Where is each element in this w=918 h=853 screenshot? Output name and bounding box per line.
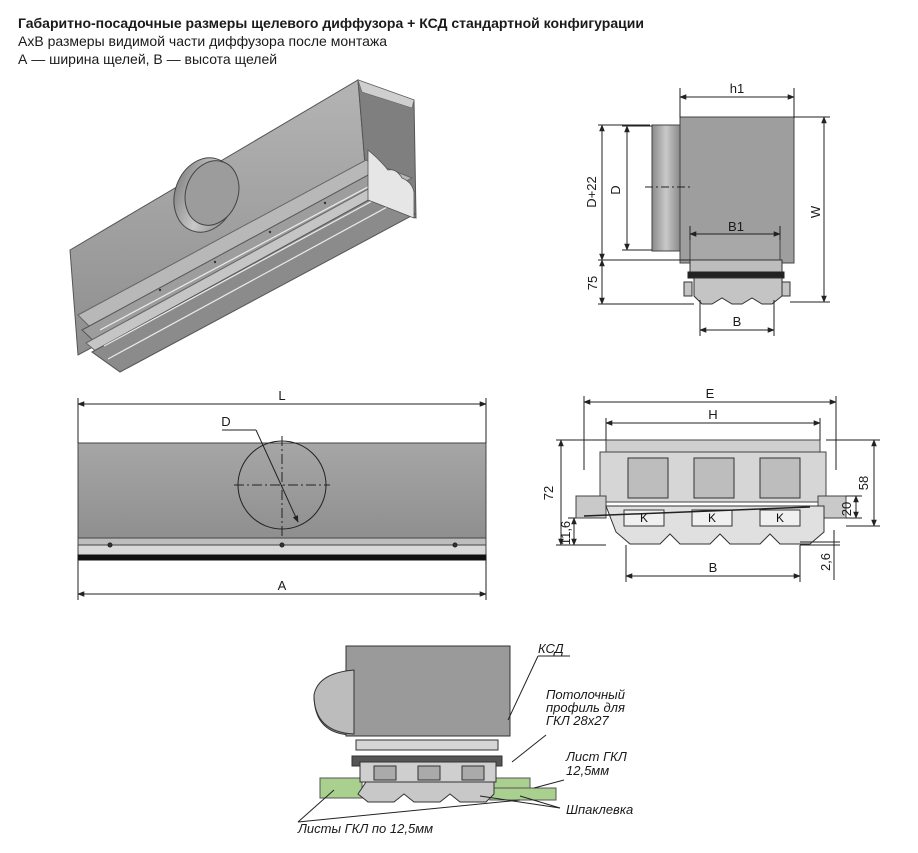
label-sheets: Листы ГКЛ по 12,5мм bbox=[297, 821, 433, 836]
iso-round-duct bbox=[173, 157, 240, 233]
installation-labels: КСД Потолочный профиль для ГКЛ 28х27 Лис… bbox=[297, 641, 633, 836]
iso-slot-bars bbox=[77, 159, 417, 373]
installation-view bbox=[297, 645, 570, 823]
diagram-title: Габаритно-посадочные размеры щелевого ди… bbox=[18, 15, 644, 31]
diagram-subtitle-2: А — ширина щелей, В — высота щелей bbox=[18, 51, 278, 67]
label-ksd: КСД bbox=[538, 641, 564, 656]
dim-d: D bbox=[608, 185, 623, 194]
label-sheet-1: Лист ГКЛ bbox=[565, 749, 627, 764]
label-profile-2: профиль для bbox=[546, 700, 625, 715]
label-sheet-2: 12,5мм bbox=[566, 763, 609, 778]
isometric-view bbox=[69, 79, 417, 373]
label-profile-1: Потолочный bbox=[546, 687, 625, 702]
dim-h: H bbox=[708, 407, 717, 422]
front-view bbox=[77, 398, 487, 600]
dim-e: E bbox=[706, 386, 715, 401]
dim-b-section: B bbox=[709, 560, 718, 575]
dim-h1: h1 bbox=[730, 81, 744, 96]
dim-58: 58 bbox=[856, 476, 871, 490]
dim-d22: D+22 bbox=[584, 176, 599, 207]
label-k-3: K bbox=[776, 511, 784, 525]
dim-2-6: 2,6 bbox=[818, 553, 833, 571]
dim-72: 72 bbox=[541, 486, 556, 500]
dim-20: 20 bbox=[839, 502, 854, 516]
dim-d-front: D bbox=[221, 414, 230, 429]
dim-b-side: B bbox=[733, 314, 742, 329]
dim-w: W bbox=[808, 205, 823, 218]
side-view bbox=[598, 88, 830, 336]
section-view-labels: E H 72 11,6 58 20 2,6 B K K K bbox=[541, 386, 871, 575]
section-view bbox=[556, 396, 880, 582]
dim-11-6: 11,6 bbox=[558, 521, 573, 545]
dim-a: A bbox=[278, 578, 287, 593]
label-putty: Шпаклевка bbox=[566, 802, 633, 817]
side-view-labels: h1 D+22 D 75 W B1 B bbox=[584, 81, 823, 329]
label-profile-3: ГКЛ 28х27 bbox=[546, 713, 609, 728]
label-k-1: K bbox=[640, 511, 648, 525]
label-k-2: K bbox=[708, 511, 716, 525]
header: Габаритно-посадочные размеры щелевого ди… bbox=[18, 14, 644, 68]
dim-b1: B1 bbox=[728, 219, 744, 234]
dim-75: 75 bbox=[585, 276, 600, 290]
dim-l: L bbox=[278, 388, 285, 403]
diagram-subtitle-1: АхВ размеры видимой части диффузора посл… bbox=[18, 33, 388, 49]
front-view-labels: L D A bbox=[221, 388, 286, 593]
